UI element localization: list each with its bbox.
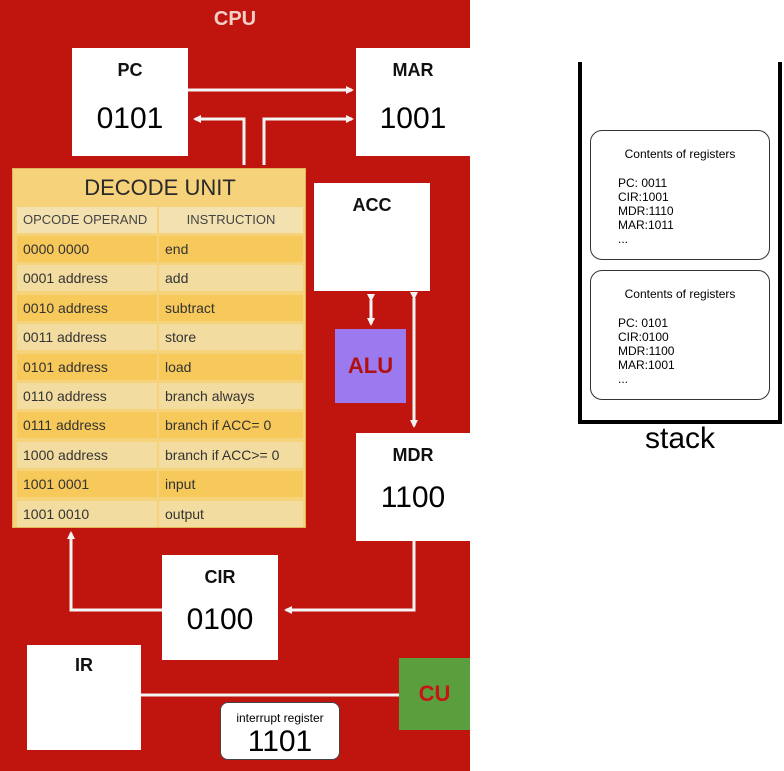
- decode-opcode-cell: 0010 address: [17, 295, 157, 321]
- decode-instruction-cell: load: [159, 354, 303, 380]
- mdr-value: 1100: [380, 481, 446, 514]
- interrupt-register-label: interrupt register: [236, 711, 324, 725]
- stack-frame-line: PC: 0011: [618, 176, 668, 190]
- decode-opcode-cell: 0110 address: [17, 383, 157, 409]
- stack-frame-line: PC: 0101: [618, 316, 669, 330]
- mdr-register: MDR 1100: [356, 433, 470, 541]
- stack-frame-top: Contents of registers PC: 0011 CIR:1001 …: [590, 130, 770, 260]
- ir-register: IR: [27, 645, 141, 750]
- mar-value: 1001: [379, 102, 447, 135]
- decode-instruction-cell: add: [159, 265, 303, 291]
- interrupt-register-value: 1101: [247, 725, 313, 758]
- decode-to-pc-arrow: [193, 115, 246, 165]
- mdr-to-cir-arrow: [284, 540, 416, 614]
- decode-unit: DECODE UNIT OPCODE OPERAND INSTRUCTION 0…: [12, 168, 306, 528]
- cir-value: 0100: [186, 603, 254, 636]
- decode-instruction-cell: output: [159, 501, 303, 527]
- pc-value: 0101: [96, 102, 164, 135]
- decode-header-instruction: INSTRUCTION: [159, 207, 303, 233]
- interrupt-register: interrupt register 1101: [220, 702, 340, 760]
- stack-frame-bottom: Contents of registers PC: 0101 CIR:0100 …: [590, 270, 770, 400]
- decode-instruction-cell: end: [159, 236, 303, 262]
- mar-label: MAR: [392, 60, 434, 80]
- stack-right-wall: [778, 62, 782, 424]
- decode-opcode-cell: 0111 address: [17, 412, 157, 438]
- stack-left-wall: [578, 62, 582, 424]
- cpu-title: CPU: [213, 8, 257, 30]
- decode-instruction-cell: input: [159, 471, 303, 497]
- acc-register: ACC: [314, 183, 430, 291]
- decode-opcode-cell: 0101 address: [17, 354, 157, 380]
- decode-opcode-cell: 0000 0000: [17, 236, 157, 262]
- stack-label: stack: [644, 422, 716, 455]
- stack-frame-line: MAR:1011: [618, 218, 674, 232]
- decode-instruction-cell: branch if ACC>= 0: [159, 442, 303, 468]
- cu-block: CU: [399, 658, 470, 730]
- cir-label: CIR: [204, 567, 236, 587]
- cir-to-decode-arrow: [67, 531, 162, 612]
- ir-label: IR: [75, 655, 93, 675]
- stack-bottom-wall: [578, 420, 782, 424]
- decode-table-header: OPCODE OPERAND INSTRUCTION: [17, 207, 303, 233]
- decode-instruction-cell: branch always: [159, 383, 303, 409]
- mar-register: MAR 1001: [356, 48, 470, 156]
- decode-instruction-cell: branch if ACC= 0: [159, 412, 303, 438]
- acc-label: ACC: [352, 195, 392, 215]
- pc-register: PC 0101: [72, 48, 188, 156]
- stack-frame-line: CIR:1001: [618, 190, 669, 204]
- stack-frame-line: MDR:1100: [618, 344, 675, 358]
- stack-frame-line: ...: [618, 372, 629, 386]
- cir-register: CIR 0100: [162, 555, 278, 660]
- stack-frame-line: ...: [618, 232, 629, 246]
- stack-frame-title: Contents of registers: [624, 147, 736, 161]
- stack-frame-line: CIR:0100: [618, 330, 669, 344]
- cpu-block: CPU PC 0101: [0, 0, 470, 771]
- decode-opcode-cell: 1001 0001: [17, 471, 157, 497]
- alu-block: ALU: [335, 329, 406, 403]
- decode-header-opcode: OPCODE OPERAND: [17, 207, 157, 233]
- stack-frame-title: Contents of registers: [624, 287, 736, 301]
- decode-to-mar-arrow: [262, 115, 354, 165]
- mdr-label: MDR: [392, 445, 434, 465]
- decode-instruction-cell: subtract: [159, 295, 303, 321]
- data-bus-arrows: [67, 86, 418, 697]
- stack-frame-line: MDR:1110: [618, 204, 674, 218]
- decode-opcode-cell: 0001 address: [17, 265, 157, 291]
- pc-label: PC: [117, 60, 143, 80]
- decode-opcode-cell: 1000 address: [17, 442, 157, 468]
- stack-frame-line: MAR:1001: [618, 358, 675, 372]
- decode-opcode-cell: 0011 address: [17, 324, 157, 350]
- decode-opcode-cell: 1001 0010: [17, 501, 157, 527]
- decode-instruction-cell: store: [159, 324, 303, 350]
- decode-unit-title: DECODE UNIT: [84, 175, 236, 200]
